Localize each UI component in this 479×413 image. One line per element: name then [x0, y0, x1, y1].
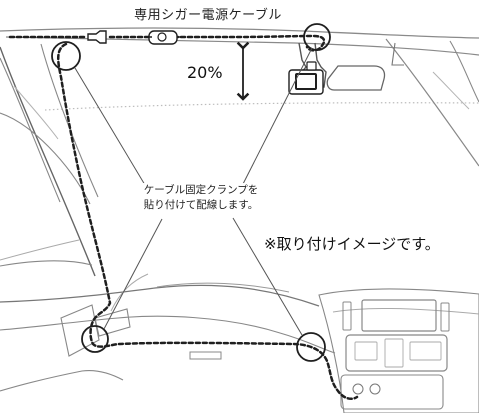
button-panel-center	[384, 338, 404, 368]
dashboard-top-line	[0, 284, 320, 307]
dash-camera	[288, 42, 327, 95]
left-hood-line	[0, 260, 93, 267]
left-dash-vent	[94, 308, 131, 337]
console-knob-left	[352, 383, 364, 395]
right-top-vent-line	[391, 42, 404, 66]
callout-line-bottom-left	[103, 218, 163, 330]
right-pillar	[385, 38, 479, 167]
power-cable-route	[8, 34, 359, 400]
clamp-instruction-line-1: ケーブル固定クランプを	[143, 184, 259, 196]
power-plug-adapter	[146, 30, 183, 45]
hood-edge	[156, 282, 290, 293]
power-cable-title: 専用シガー電源ケーブル	[121, 4, 295, 23]
dash-small-box	[189, 351, 222, 360]
rear-view-mirror	[326, 65, 386, 91]
center-console-inner	[332, 307, 479, 315]
right-window-line	[449, 40, 479, 103]
left-side-panel	[60, 304, 100, 357]
windshield-reflection-right	[432, 71, 470, 110]
steering-column-line	[110, 273, 149, 312]
center-cluster-outline	[318, 288, 479, 413]
control-panel-frame	[345, 334, 448, 372]
clamp-circle-top-right	[303, 23, 331, 51]
cigarette-plug-connector	[87, 30, 107, 44]
clamp-circle-bottom-left	[81, 325, 109, 353]
left-a-pillar-inner	[40, 43, 99, 198]
callout-line-top-right	[242, 47, 313, 185]
guide-dotted-line	[44, 102, 479, 111]
left-lower-frame	[0, 239, 80, 261]
center-screen-panel	[361, 299, 437, 332]
right-vent-slot	[440, 302, 450, 332]
installation-note: ※取り付けイメージです。	[264, 233, 440, 254]
callout-line-top-left	[74, 67, 146, 186]
clamp-instruction-text: ケーブル固定クランプを 貼り付けて配線します。	[118, 183, 284, 213]
left-vent-slot	[342, 301, 352, 331]
lower-console-panel	[340, 374, 444, 410]
clamp-instruction-line-2: 貼り付けて配線します。	[143, 199, 259, 211]
console-knob-right	[369, 383, 381, 395]
callout-line-bottom-right	[232, 217, 303, 336]
windshield-top-frame	[5, 36, 479, 56]
left-a-pillar-outer	[0, 46, 96, 277]
button-panel-right	[409, 341, 442, 361]
roof-line	[0, 27, 479, 39]
clamp-circle-bottom-right	[296, 332, 326, 362]
dashboard-lower-line	[0, 315, 336, 354]
clamp-circle-top-left	[51, 41, 81, 71]
windshield-reflection-left	[13, 85, 59, 140]
left-window-edge	[0, 57, 61, 203]
mount-position-percentage: 20%	[187, 63, 223, 82]
button-panel-left	[354, 341, 378, 361]
left-dash-lower-line	[0, 369, 124, 392]
